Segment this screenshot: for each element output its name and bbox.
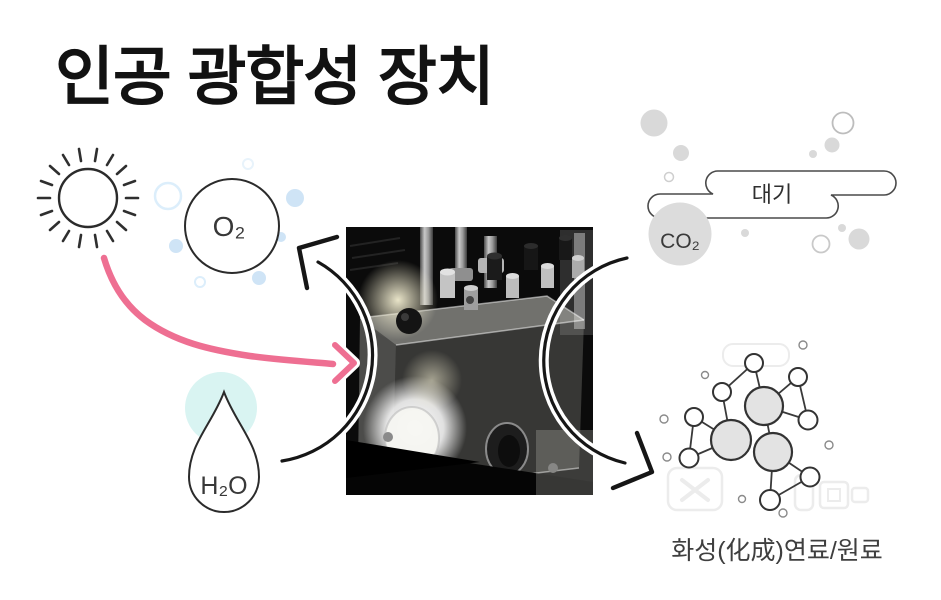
oxygen-circle: [184, 178, 280, 274]
cycle-arrow-right: [542, 256, 629, 465]
atmosphere-group: 대기 CO₂: [640, 109, 897, 266]
molecule-atom: [678, 447, 700, 469]
sunlight-arrowhead: [332, 342, 357, 384]
arrowhead-down-right: [610, 430, 655, 491]
gray-bubbles: [640, 109, 870, 254]
molecule-atom: [744, 353, 764, 373]
water-label: H₂O: [200, 472, 247, 500]
sun-icon: [36, 147, 140, 249]
fuel-molecule-group: 화성(化成)연료/원료: [659, 340, 883, 565]
molecule-dots: [659, 340, 834, 518]
molecule-atom: [797, 409, 819, 431]
watermark-shapes: [666, 343, 870, 512]
molecule-atom: [759, 489, 781, 511]
arrowhead-up-left: [296, 234, 340, 291]
cycle-arrow-left: [280, 260, 375, 463]
atmosphere-cloud: [647, 170, 897, 219]
molecule-atom: [752, 431, 794, 473]
fuel-label: 화성(化成)연료/원료: [671, 537, 883, 565]
device-photo: [346, 227, 593, 495]
molecule-atoms: [678, 353, 821, 511]
sunlight-arrow: [100, 254, 360, 387]
water-group: H₂O: [185, 372, 261, 513]
oxygen-bubble: O₂: [184, 178, 280, 274]
atmosphere-label: 대기: [752, 182, 792, 207]
sun-core: [57, 167, 119, 229]
molecule-atom: [712, 382, 732, 402]
oxygen-label: O₂: [213, 211, 246, 242]
molecule-atom: [788, 367, 808, 387]
co2-label: CO₂: [660, 230, 700, 253]
page-title: 인공 광합성 장치: [55, 41, 494, 113]
molecule-atom: [799, 466, 821, 488]
molecule-atom: [684, 407, 704, 427]
molecule-atom: [743, 385, 785, 427]
sun-rays: [36, 147, 140, 249]
co2-circle: [648, 202, 712, 266]
water-droplet-icon: [187, 389, 261, 513]
molecule-atom: [709, 418, 753, 462]
cycle-arrows: [277, 234, 655, 491]
sunlight-arrow-shaft: [100, 254, 337, 368]
